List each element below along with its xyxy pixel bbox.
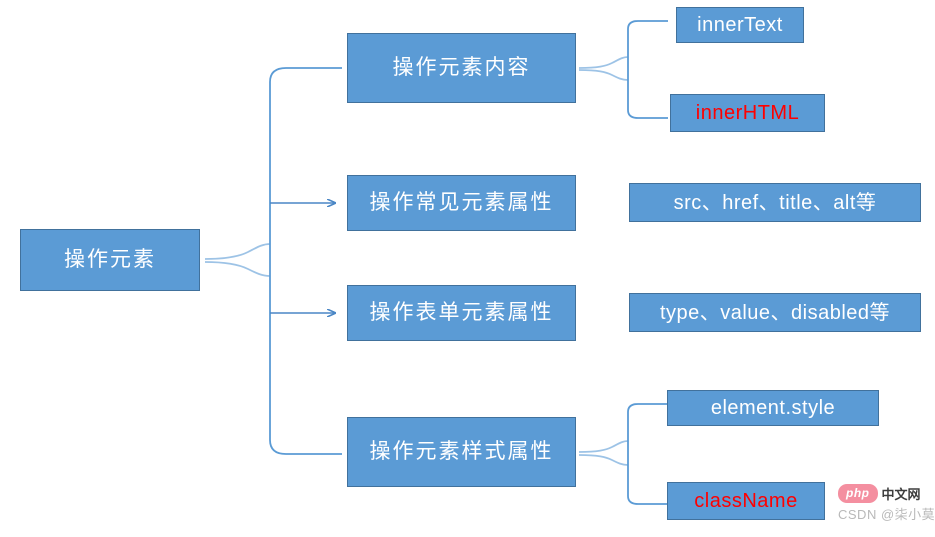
watermark-site-name: 中文网 bbox=[881, 487, 921, 502]
brace-style bbox=[578, 403, 668, 505]
node-leaf-form-attribute-list[interactable]: type、value、disabled等 bbox=[629, 293, 921, 332]
node-branch-style-attributes[interactable]: 操作元素样式属性 bbox=[347, 417, 576, 487]
watermark-logo-row: php 中文网 bbox=[838, 484, 935, 503]
node-branch-form-attributes[interactable]: 操作表单元素属性 bbox=[347, 285, 576, 341]
node-leaf-innerhtml[interactable]: innerHTML bbox=[670, 94, 825, 132]
node-leaf-element-style[interactable]: element.style bbox=[667, 390, 879, 426]
brace-content bbox=[578, 20, 668, 119]
watermark: php 中文网 CSDN @柒小莫 bbox=[838, 484, 935, 534]
node-leaf-classname[interactable]: className bbox=[667, 482, 825, 520]
root-brace bbox=[204, 67, 342, 455]
node-branch-operate-element-content[interactable]: 操作元素内容 bbox=[347, 33, 576, 103]
php-logo-icon: php bbox=[838, 484, 878, 503]
node-leaf-common-attribute-list[interactable]: src、href、title、alt等 bbox=[629, 183, 921, 222]
node-branch-common-attributes[interactable]: 操作常见元素属性 bbox=[347, 175, 576, 231]
node-leaf-innertext[interactable]: innerText bbox=[676, 7, 804, 43]
watermark-credit: CSDN @柒小莫 bbox=[838, 507, 935, 522]
node-root[interactable]: 操作元素 bbox=[20, 229, 200, 291]
